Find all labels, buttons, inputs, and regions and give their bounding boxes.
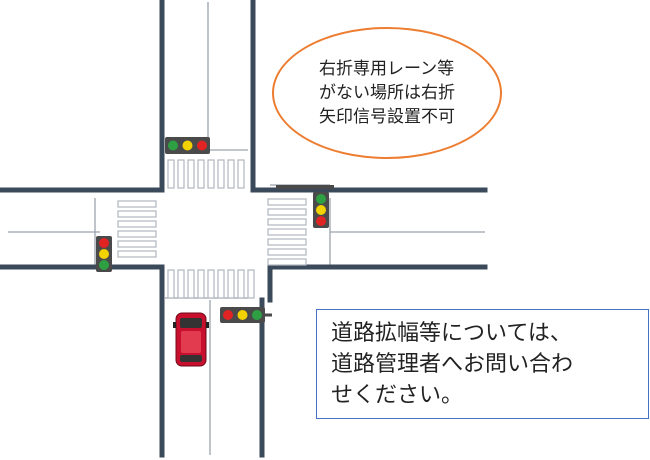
signal-lamp-green <box>99 260 109 270</box>
note-line: 道路拡幅等については、 <box>331 321 572 346</box>
road-widening-contact-note: 道路拡幅等については、 道路管理者へお問い合わ せください。 <box>316 309 649 419</box>
signal-lamp-yellow <box>182 140 193 151</box>
crosswalk-south <box>167 269 255 299</box>
note-line: 矢印信号設置不可 <box>319 107 455 127</box>
signal-lamp-yellow <box>316 205 326 215</box>
car <box>173 312 209 367</box>
signal-lamp-red <box>223 310 233 320</box>
signal-lamp-green <box>252 310 262 320</box>
traffic-signal-west <box>96 236 112 272</box>
no-right-turn-arrow-note: 右折専用レーン等 がない場所は右折 矢印信号設置不可 <box>272 27 502 159</box>
signal-lamp-yellow <box>99 249 109 259</box>
crosswalk-north <box>167 159 245 189</box>
signal-lamp-red <box>197 140 207 151</box>
traffic-signal-north <box>165 137 210 154</box>
traffic-signal-east <box>276 185 334 228</box>
crosswalk-west <box>117 200 157 258</box>
road-edges <box>0 0 488 458</box>
signal-lamp-yellow <box>237 310 248 320</box>
note-line: 右折専用レーン等 <box>319 59 455 79</box>
signal-lamp-red <box>316 216 326 226</box>
traffic-signal-south <box>220 307 272 323</box>
note-line: 道路管理者へお問い合わ <box>331 352 574 377</box>
signal-lamp-red <box>99 238 109 248</box>
signal-lamp-green <box>168 140 178 151</box>
crosswalk-east <box>267 198 307 266</box>
note-line: せください。 <box>331 383 464 408</box>
note-line: がない場所は右折 <box>319 83 455 103</box>
signal-lamp-green <box>316 194 326 204</box>
